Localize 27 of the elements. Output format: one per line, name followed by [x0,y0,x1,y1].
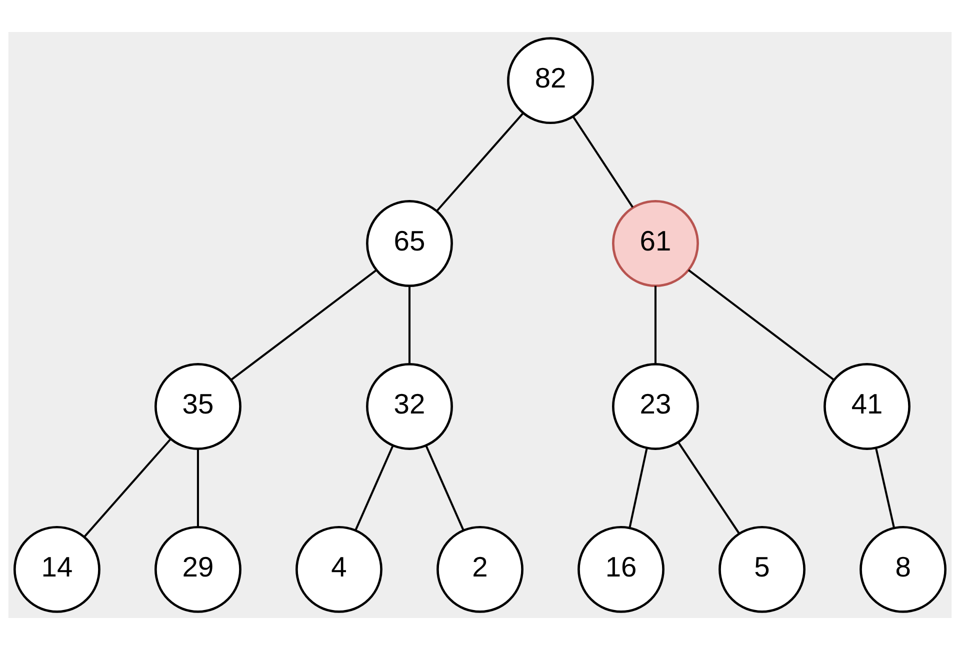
connector [572,116,634,208]
node-circle: 16 [578,526,664,613]
connector [654,286,656,364]
connector [436,113,524,212]
node-circle: 65 [366,200,453,287]
connector [628,448,648,528]
node-circle: 2 [436,526,524,613]
node-circle: 35 [154,363,242,450]
connector [354,445,394,530]
node-circle: 14 [13,526,100,613]
node-circle: 4 [296,526,382,613]
node-circle: 32 [366,363,453,450]
node-circle: 5 [718,526,806,613]
node-circle: 23 [612,363,699,450]
connector [688,269,834,380]
connector [425,445,464,530]
node-circle: 82 [507,37,594,124]
connector [875,448,896,528]
connector [84,438,171,538]
node-circle: 8 [860,526,947,613]
connector [408,286,410,364]
connector [196,448,199,527]
connector [678,442,740,534]
node-circle: 61 [612,200,699,287]
node-circle: 29 [154,526,242,613]
node-circle: 41 [824,363,910,450]
connector [230,269,378,380]
